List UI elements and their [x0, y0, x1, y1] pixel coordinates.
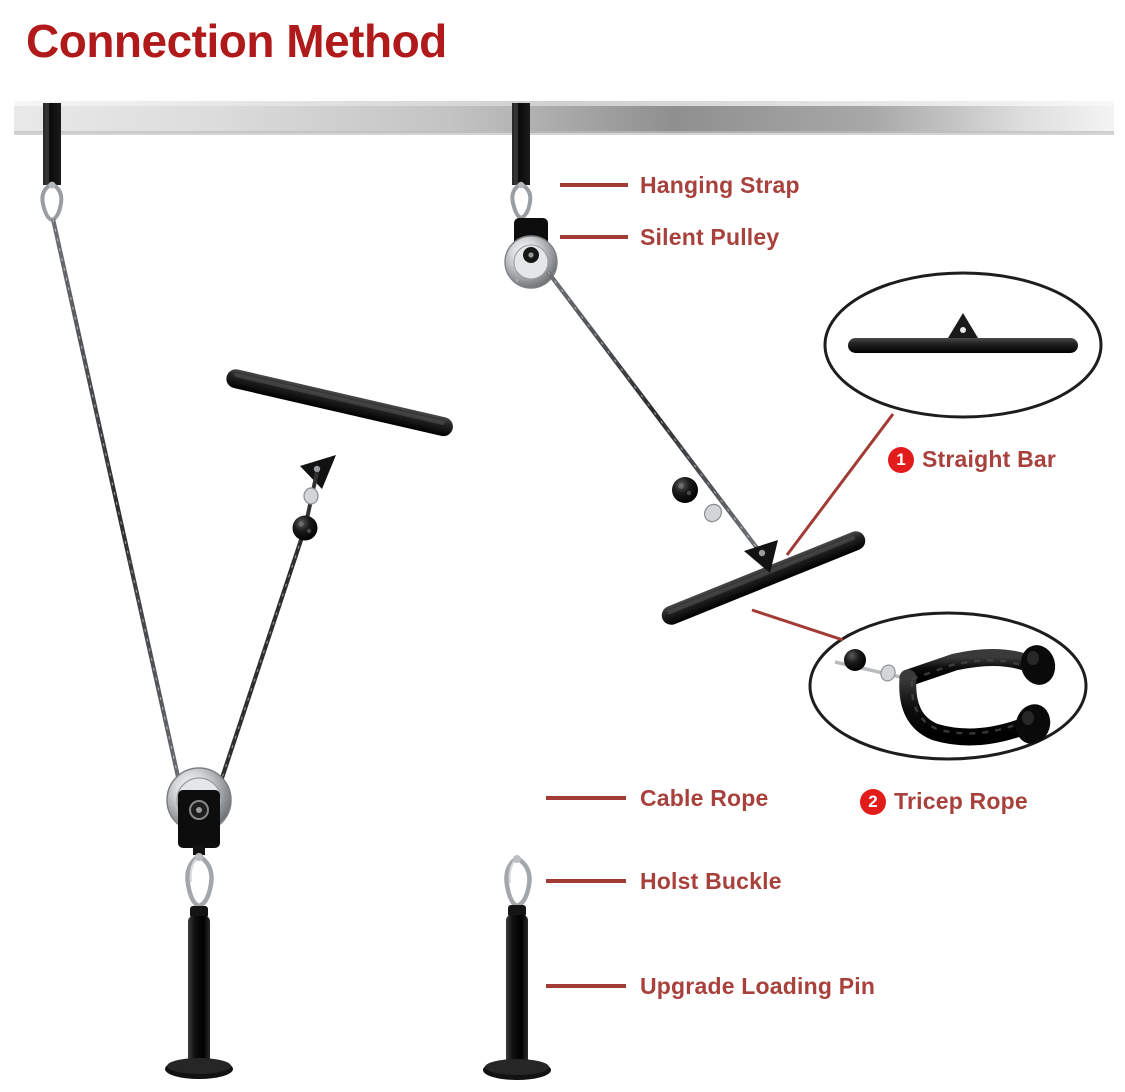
ceiling-bar [14, 101, 1114, 135]
straight-bar-ellipse-inset [823, 271, 1103, 419]
straight-bar-bracket-right [744, 540, 778, 573]
leader-straight-bar-inset [785, 413, 895, 556]
callout-label-hanging-strap: Hanging Strap [640, 172, 800, 198]
cable-rope-right-diagonal [546, 270, 759, 550]
callout-label-silent-pulley: Silent Pulley [640, 224, 780, 250]
silent-pulley-left [166, 767, 232, 855]
holst-buckle-right [504, 855, 532, 909]
cable-stopper-right [672, 477, 722, 523]
carabiner-left-top [40, 181, 64, 223]
leader-tricep-rope-inset [751, 608, 844, 642]
callout-label-cable-rope: Cable Rope [640, 785, 769, 811]
callout-label-holst-buckle: Holst Buckle [640, 868, 782, 894]
carabiner-right-top [510, 181, 533, 221]
left-assembly [40, 103, 453, 1079]
upgrade-loading-pin-left [165, 906, 233, 1079]
straight-bar-left [226, 369, 453, 437]
accessory-badge-2: 2 [860, 789, 886, 815]
callout-leader-lines [546, 183, 628, 988]
silent-pulley-right [504, 218, 558, 289]
accessory-badge-1: 1 [888, 447, 914, 473]
tricep-rope-ellipse-inset [808, 611, 1088, 761]
hanging-strap-left [43, 103, 61, 185]
page-title: Connection Method [26, 15, 447, 67]
straight-bar-bracket-left [300, 455, 336, 489]
accessory-label-straight-bar: Straight Bar [922, 446, 1057, 472]
accessory-label-tricep-rope: Tricep Rope [894, 788, 1028, 814]
hanging-strap-right [512, 103, 530, 185]
right-assembly [483, 103, 866, 1080]
straight-bar-right [661, 531, 866, 625]
holst-buckle-left [185, 853, 214, 909]
cable-rope-left-ascending [211, 527, 307, 806]
callout-label-upgrade-loading-pin: Upgrade Loading Pin [640, 973, 876, 999]
upgrade-loading-pin-right [483, 905, 551, 1080]
cable-stopper-left [292, 471, 319, 541]
